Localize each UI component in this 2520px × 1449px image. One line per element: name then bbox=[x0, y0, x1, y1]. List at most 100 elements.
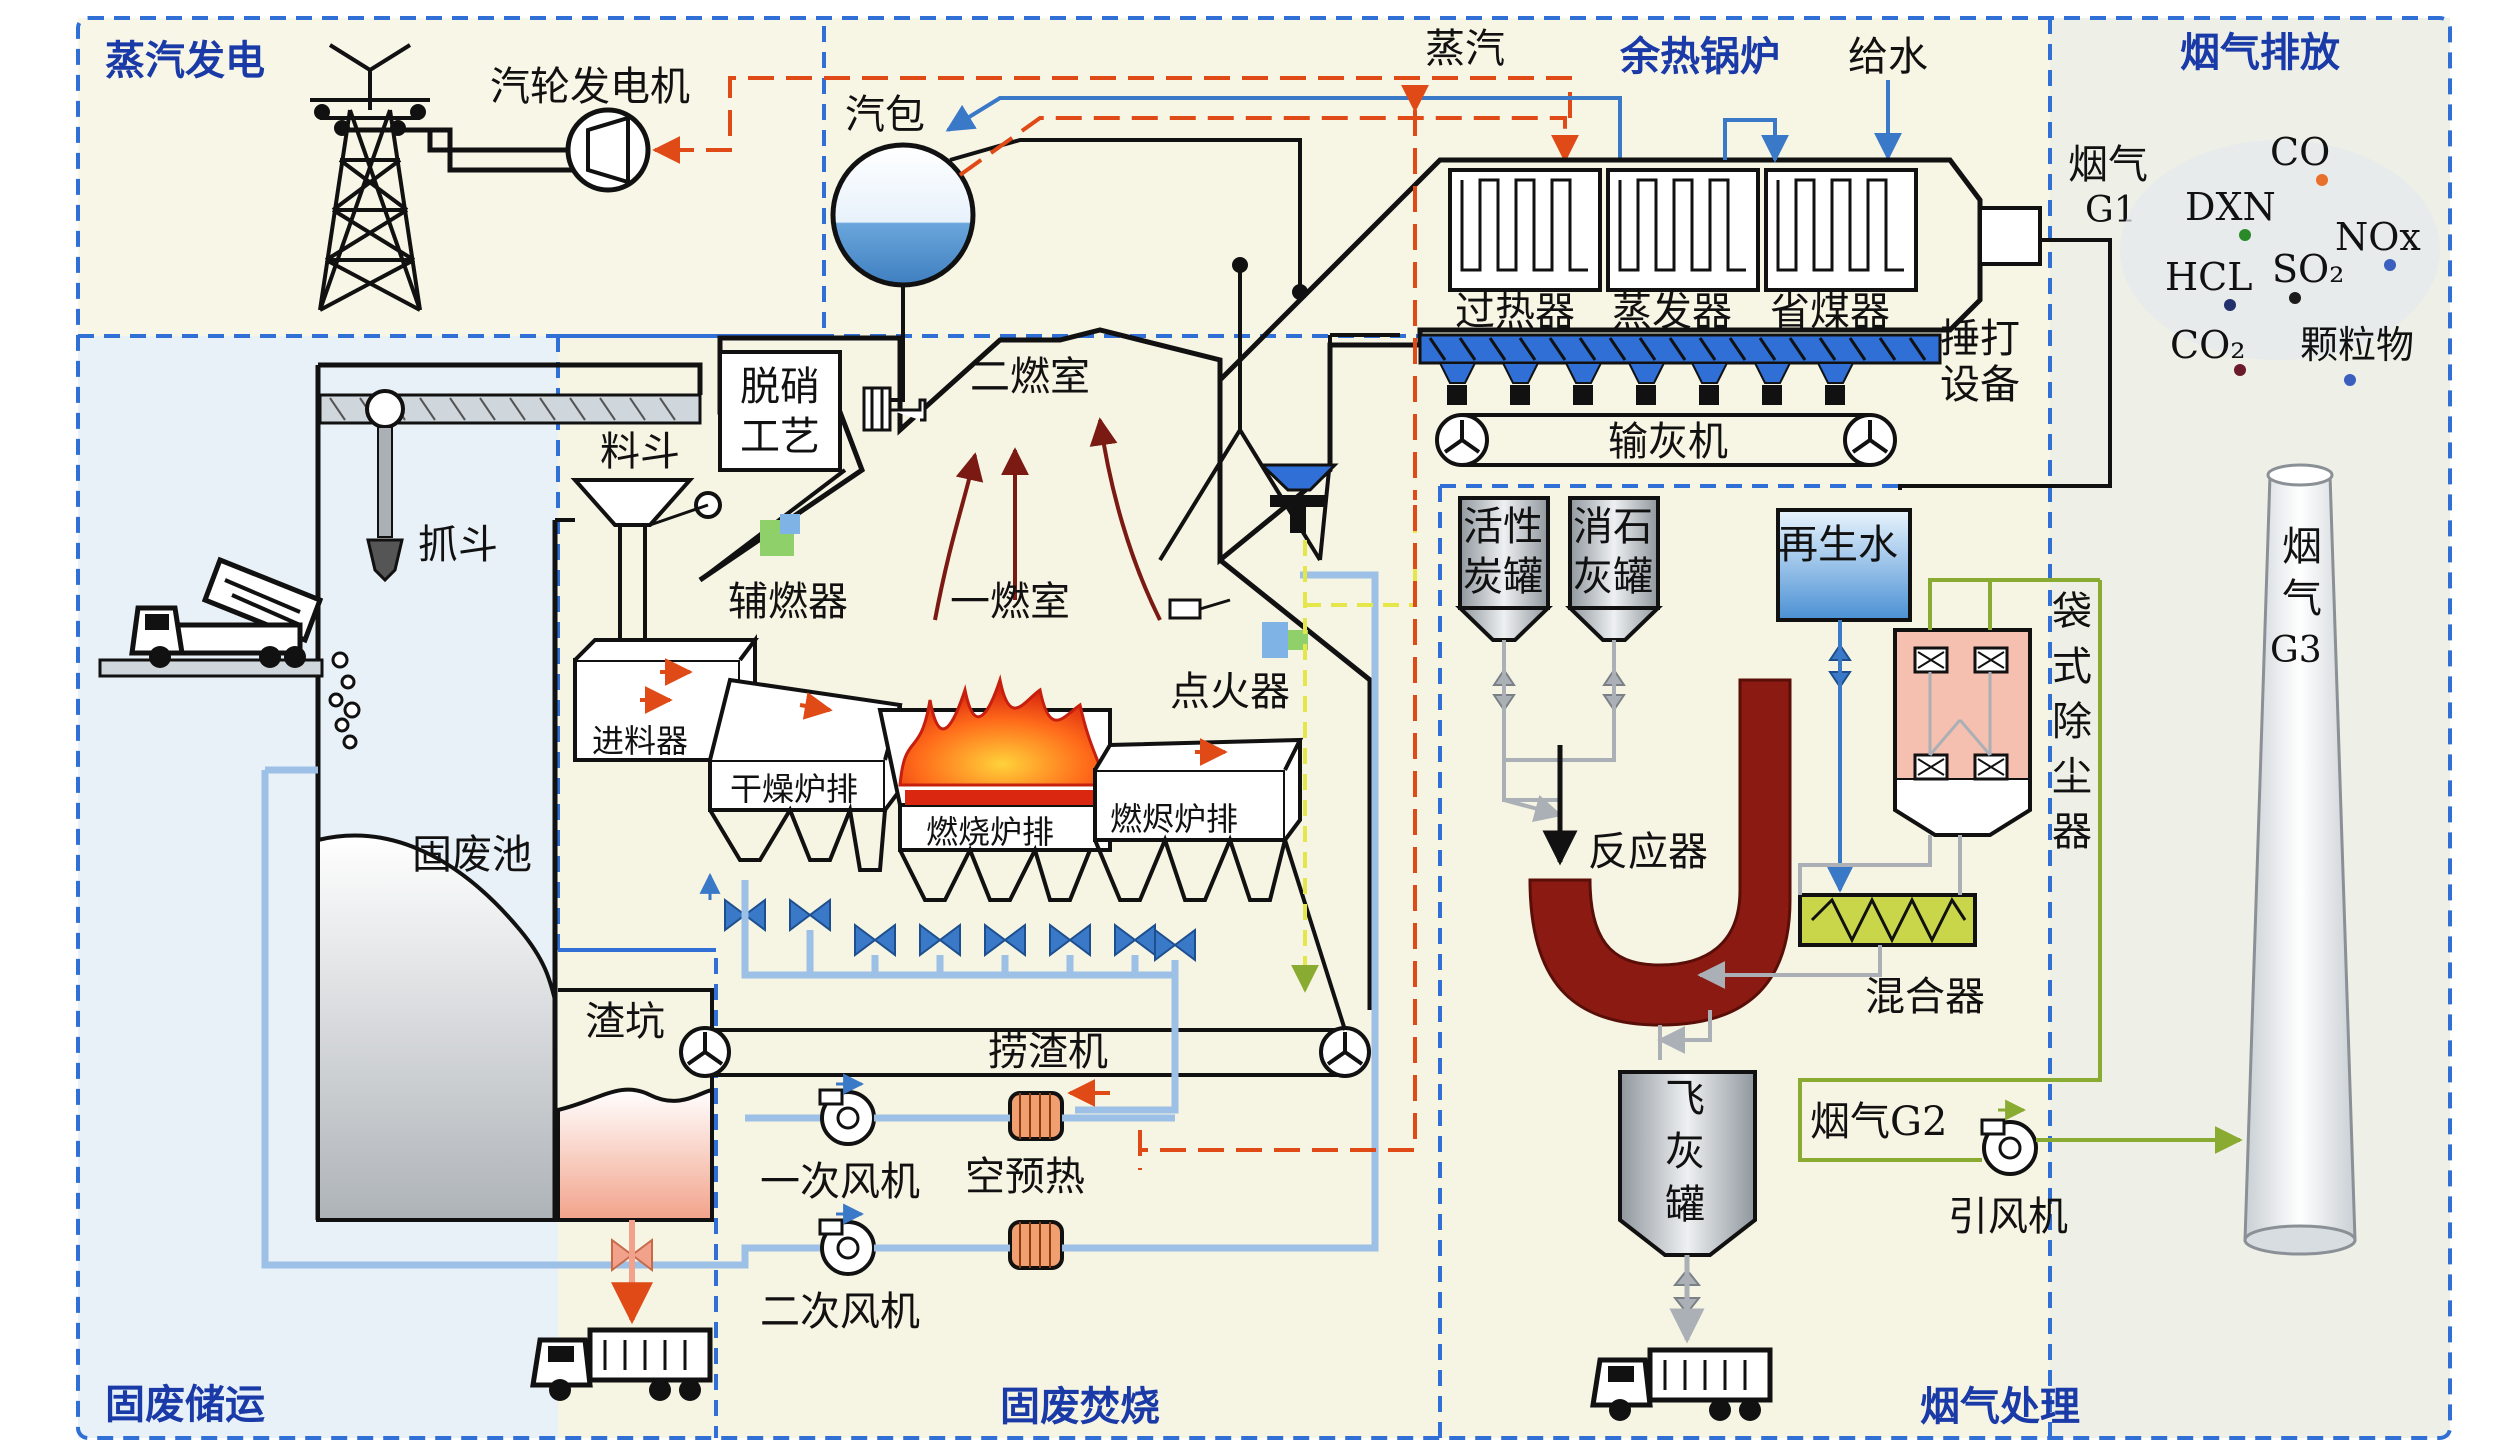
pollutant-co-dot bbox=[2316, 174, 2328, 186]
label-rapping-line2: 设备 bbox=[1940, 362, 2020, 408]
label-fly-ash-3: 罐 bbox=[1665, 1182, 1705, 1228]
label-bag-filter-2: 式 bbox=[2052, 644, 2092, 690]
label-denitration-line2: 工艺 bbox=[740, 414, 820, 460]
power-tower bbox=[310, 43, 430, 312]
label-fly-ash-2: 灰 bbox=[1665, 1129, 1705, 1175]
pollutant-so2: SO₂ bbox=[2272, 247, 2344, 291]
air-preheater-upper-icon bbox=[1008, 1091, 1064, 1141]
activated-carbon-tank bbox=[1455, 496, 1553, 642]
aux-burner-shape bbox=[760, 514, 800, 556]
pollutant-pm: 颗粒物 bbox=[2300, 323, 2414, 367]
reactor-to-flyash bbox=[1660, 1010, 1712, 1060]
superheater-bank bbox=[1448, 168, 1602, 292]
label-denitration-line1: 脱硝 bbox=[740, 364, 820, 410]
drum-to-boiler-line bbox=[949, 138, 1302, 290]
pollutant-pm-dot bbox=[2344, 374, 2356, 386]
ash-hopper-bar bbox=[1418, 333, 1942, 365]
gas-flow-arrows bbox=[933, 417, 1162, 621]
pollutant-nox: NOx bbox=[2335, 215, 2421, 259]
pollutant-dxn-dot bbox=[2239, 229, 2251, 241]
evaporator-bank bbox=[1606, 168, 1760, 292]
air-preheater-lower-icon bbox=[1008, 1220, 1064, 1270]
label-burnout-grate: 燃烬炉排 bbox=[1110, 800, 1238, 838]
power-lines bbox=[340, 127, 580, 173]
primary-fan-icon bbox=[818, 1073, 876, 1146]
pollutant-nox-dot bbox=[2384, 259, 2396, 271]
slag-pit-frame bbox=[558, 988, 714, 1220]
induced-fan-icon bbox=[1980, 1099, 2038, 1176]
igniter-burner-shape bbox=[1262, 622, 1308, 658]
evaporator-water-link bbox=[1723, 118, 1789, 163]
grab-cable bbox=[377, 426, 393, 538]
drying-grate bbox=[708, 677, 903, 872]
label-induced-fan: 引风机 bbox=[1948, 1194, 2068, 1240]
ash-outlets bbox=[1438, 362, 1855, 405]
label-rapping-line1: 捶打 bbox=[1940, 316, 2020, 362]
fire-flames-icon bbox=[898, 674, 1107, 805]
grab-icon bbox=[366, 538, 404, 583]
label-secondary-chamber: 二燃室 bbox=[970, 354, 1090, 400]
igniter-icon bbox=[1168, 598, 1231, 620]
pollutant-co2: CO₂ bbox=[2170, 323, 2245, 367]
steam-drum bbox=[830, 142, 976, 288]
label-feeder: 进料器 bbox=[592, 722, 688, 760]
section-title-flue-treatment: 烟气处理 bbox=[1920, 1384, 2080, 1430]
label-stack-1: 烟 bbox=[2282, 524, 2322, 570]
pollutant-hcl-dot bbox=[2224, 299, 2236, 311]
denitration-box bbox=[718, 350, 842, 472]
pollutant-co2-dot bbox=[2234, 364, 2246, 376]
label-aux-burner: 辅燃器 bbox=[728, 579, 848, 625]
coil-tubes bbox=[1460, 178, 1904, 272]
nozzle-icon bbox=[862, 386, 927, 432]
label-mixer: 混合器 bbox=[1865, 974, 1985, 1020]
label-feed-water: 给水 bbox=[1848, 34, 1928, 80]
lime-tank bbox=[1565, 496, 1663, 642]
zone-steam-power-bg bbox=[78, 18, 824, 336]
label-grab: 抓斗 bbox=[418, 522, 498, 568]
slag-extractor-conveyor bbox=[679, 1026, 1371, 1078]
label-bag-filter-5: 器 bbox=[2052, 809, 2092, 855]
filter-ash-lines bbox=[1700, 835, 1962, 975]
hopper-ram bbox=[649, 503, 709, 527]
reagent-lines bbox=[1502, 640, 1616, 815]
secondary-fan-icon bbox=[818, 1203, 876, 1276]
label-primary-fan: 一次风机 bbox=[760, 1159, 920, 1205]
gas-to-bag-filter bbox=[1798, 578, 2102, 1135]
pollutant-cloud: CO DXN NOx HCL SO₂ CO₂ 颗粒物 bbox=[2120, 130, 2440, 386]
pollutant-dxn: DXN bbox=[2185, 185, 2276, 229]
label-hopper: 料斗 bbox=[600, 429, 680, 475]
label-waste-pit: 固废池 bbox=[412, 832, 532, 878]
stack bbox=[2243, 463, 2357, 1256]
section-title-storage: 固废储运 bbox=[105, 1382, 265, 1428]
label-bag-filter-3: 除 bbox=[2052, 699, 2092, 745]
burnout-grate bbox=[1093, 737, 1304, 902]
g2-to-stack-line bbox=[1798, 1135, 2240, 1160]
air-ducts bbox=[261, 571, 1379, 1269]
pollutant-hcl: HCL bbox=[2165, 255, 2252, 299]
label-activated-carbon-line2: 炭罐 bbox=[1463, 554, 1543, 600]
ash-conveyor bbox=[1435, 413, 1897, 467]
zone-steam-power-border bbox=[78, 18, 826, 338]
label-drying-grate: 干燥炉排 bbox=[730, 770, 858, 808]
crane-pulley bbox=[365, 389, 405, 429]
label-slag-extractor: 捞渣机 bbox=[988, 1029, 1108, 1075]
section-title-steam-power: 蒸汽发电 bbox=[105, 38, 265, 84]
pollutant-co: CO bbox=[2270, 130, 2330, 174]
falling-waste bbox=[328, 651, 361, 750]
label-secondary-fan: 二次风机 bbox=[760, 1289, 920, 1335]
label-steam: 蒸汽 bbox=[1425, 26, 1505, 72]
label-superheater: 过热器 bbox=[1455, 289, 1575, 335]
feed-water-to-drum bbox=[945, 96, 1622, 160]
pollutant-so2-dot bbox=[2289, 292, 2301, 304]
label-slag-pit: 渣坑 bbox=[585, 999, 665, 1045]
grate-air-valves bbox=[724, 898, 1196, 962]
zone-storage-border bbox=[556, 336, 718, 1438]
label-bag-filter-1: 袋 bbox=[2052, 589, 2092, 635]
bag-filter bbox=[1893, 628, 2032, 837]
label-steam-drum: 汽包 bbox=[845, 92, 925, 138]
label-primary-chamber: 一燃室 bbox=[950, 579, 1070, 625]
label-lime-line2: 灰罐 bbox=[1573, 554, 1653, 600]
label-air-preheater: 空预热 bbox=[965, 1154, 1085, 1200]
drum-to-superheater-steam bbox=[958, 116, 1579, 177]
mixer-screw bbox=[1810, 896, 1967, 944]
